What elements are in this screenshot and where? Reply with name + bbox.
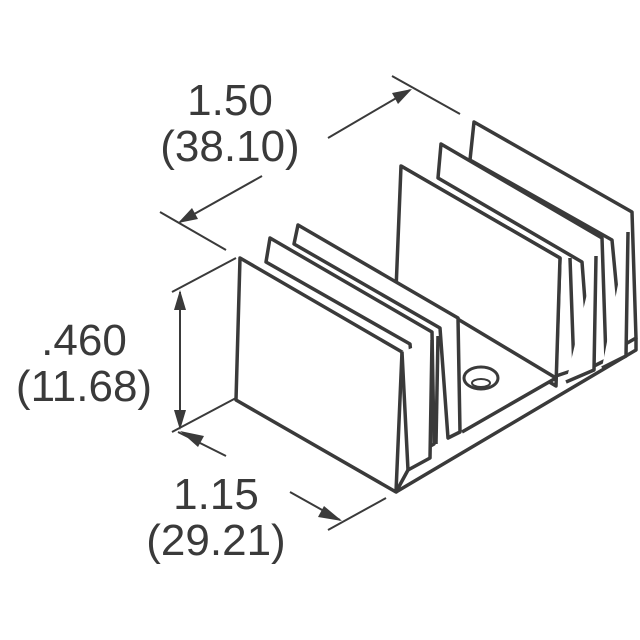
fin-group-right — [394, 120, 638, 388]
dimension-length — [159, 75, 461, 251]
width-inches: 1.15 — [173, 470, 259, 519]
height-dimension-label: .460 (11.68) — [0, 318, 170, 410]
width-dimension-label: 1.15 (29.21) — [126, 472, 306, 564]
width-mm: (29.21) — [146, 516, 286, 565]
fin-group-left — [234, 223, 462, 494]
length-inches: 1.50 — [187, 76, 273, 125]
dimension-width — [177, 431, 387, 531]
center-base — [455, 316, 558, 434]
length-mm: (38.10) — [160, 122, 300, 171]
dimension-height — [171, 257, 237, 433]
mounting-hole — [462, 365, 500, 391]
height-mm: (11.68) — [15, 362, 153, 411]
length-dimension-label: 1.50 (38.10) — [130, 78, 330, 170]
height-inches: .460 — [41, 316, 127, 365]
